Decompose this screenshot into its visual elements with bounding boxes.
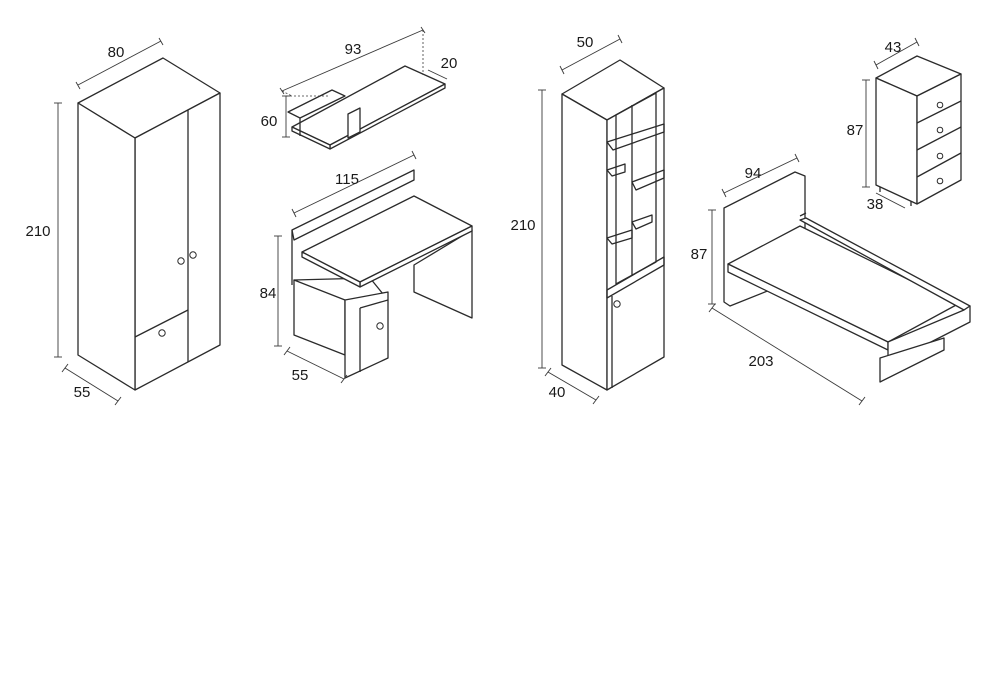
bed-width-dimension <box>723 157 798 194</box>
bed-foot-leg <box>879 337 945 383</box>
wall-shelf: 93 20 60 <box>261 26 458 150</box>
chest-width-dimension <box>875 41 918 66</box>
bookcase-width-dimension <box>561 38 621 71</box>
desk-cabinet-knob <box>376 322 384 330</box>
wardrobe-depth-dimension <box>64 367 119 402</box>
chest-height-label: 87 <box>847 122 864 139</box>
bed-length-dimension <box>711 307 863 402</box>
desk-width-dimension <box>293 154 415 214</box>
wardrobe-knob-right <box>189 251 197 259</box>
bookcase-height-label: 210 <box>510 217 535 234</box>
bookcase-width-label: 50 <box>577 34 594 51</box>
bookcase: 50 210 40 <box>510 34 665 405</box>
desk-back-panel <box>291 169 415 241</box>
wardrobe-height-label: 210 <box>25 223 50 240</box>
bed-height-label: 87 <box>691 246 708 263</box>
desk-depth-label: 55 <box>292 367 309 384</box>
wardrobe-front <box>134 92 221 391</box>
wardrobe-width-label: 80 <box>108 44 125 61</box>
desk: 115 84 55 <box>260 150 473 384</box>
bookcase-depth-dimension <box>547 371 597 401</box>
wardrobe-width-dimension <box>77 40 162 86</box>
wardrobe-knob-left <box>177 257 185 265</box>
bookcase-side <box>561 93 608 391</box>
wardrobe-depth-label: 55 <box>74 384 91 401</box>
shelf-top-side <box>291 126 331 150</box>
chest-depth-label: 38 <box>867 196 884 213</box>
bed-width-label: 94 <box>745 165 762 182</box>
desk-depth-dimension <box>286 350 345 380</box>
shelf-width-label: 93 <box>345 41 362 58</box>
desk-height-label: 84 <box>260 285 277 302</box>
shelf-width-dimension <box>281 29 424 92</box>
wardrobe-knob-drawer <box>158 329 166 337</box>
chest-knob-3 <box>936 152 944 160</box>
bookcase-cabinet-top <box>606 256 665 299</box>
desk-top-side <box>301 251 361 288</box>
bookcase-knob <box>613 300 621 308</box>
chest-depth-dimension <box>875 192 906 209</box>
desk-cabinet-front <box>344 291 389 379</box>
bookcase-back-inner <box>615 92 657 285</box>
shelf-depth-dimension <box>427 69 448 80</box>
wardrobe: 80 210 55 <box>25 37 221 406</box>
chest-knob-2 <box>936 126 944 134</box>
bed-length-label: 203 <box>748 353 773 370</box>
desk-width-label: 115 <box>335 171 359 188</box>
chest-knob-1 <box>936 101 944 109</box>
shelf-depth-label: 20 <box>441 55 458 72</box>
chest-side <box>875 77 918 205</box>
desk-leg-panel <box>413 229 473 319</box>
chest-of-drawers: 43 87 38 <box>847 37 962 213</box>
shelf-back-board <box>287 89 346 119</box>
shelf-divider <box>347 107 361 139</box>
chest-knob-4 <box>936 177 944 185</box>
chest-width-label: 43 <box>885 39 902 56</box>
wardrobe-side <box>77 102 136 391</box>
bed: 94 87 203 <box>691 153 971 406</box>
bookcase-depth-label: 40 <box>549 384 566 401</box>
shelf-height-label: 60 <box>261 113 278 130</box>
wardrobe-drawer-line <box>134 309 189 338</box>
